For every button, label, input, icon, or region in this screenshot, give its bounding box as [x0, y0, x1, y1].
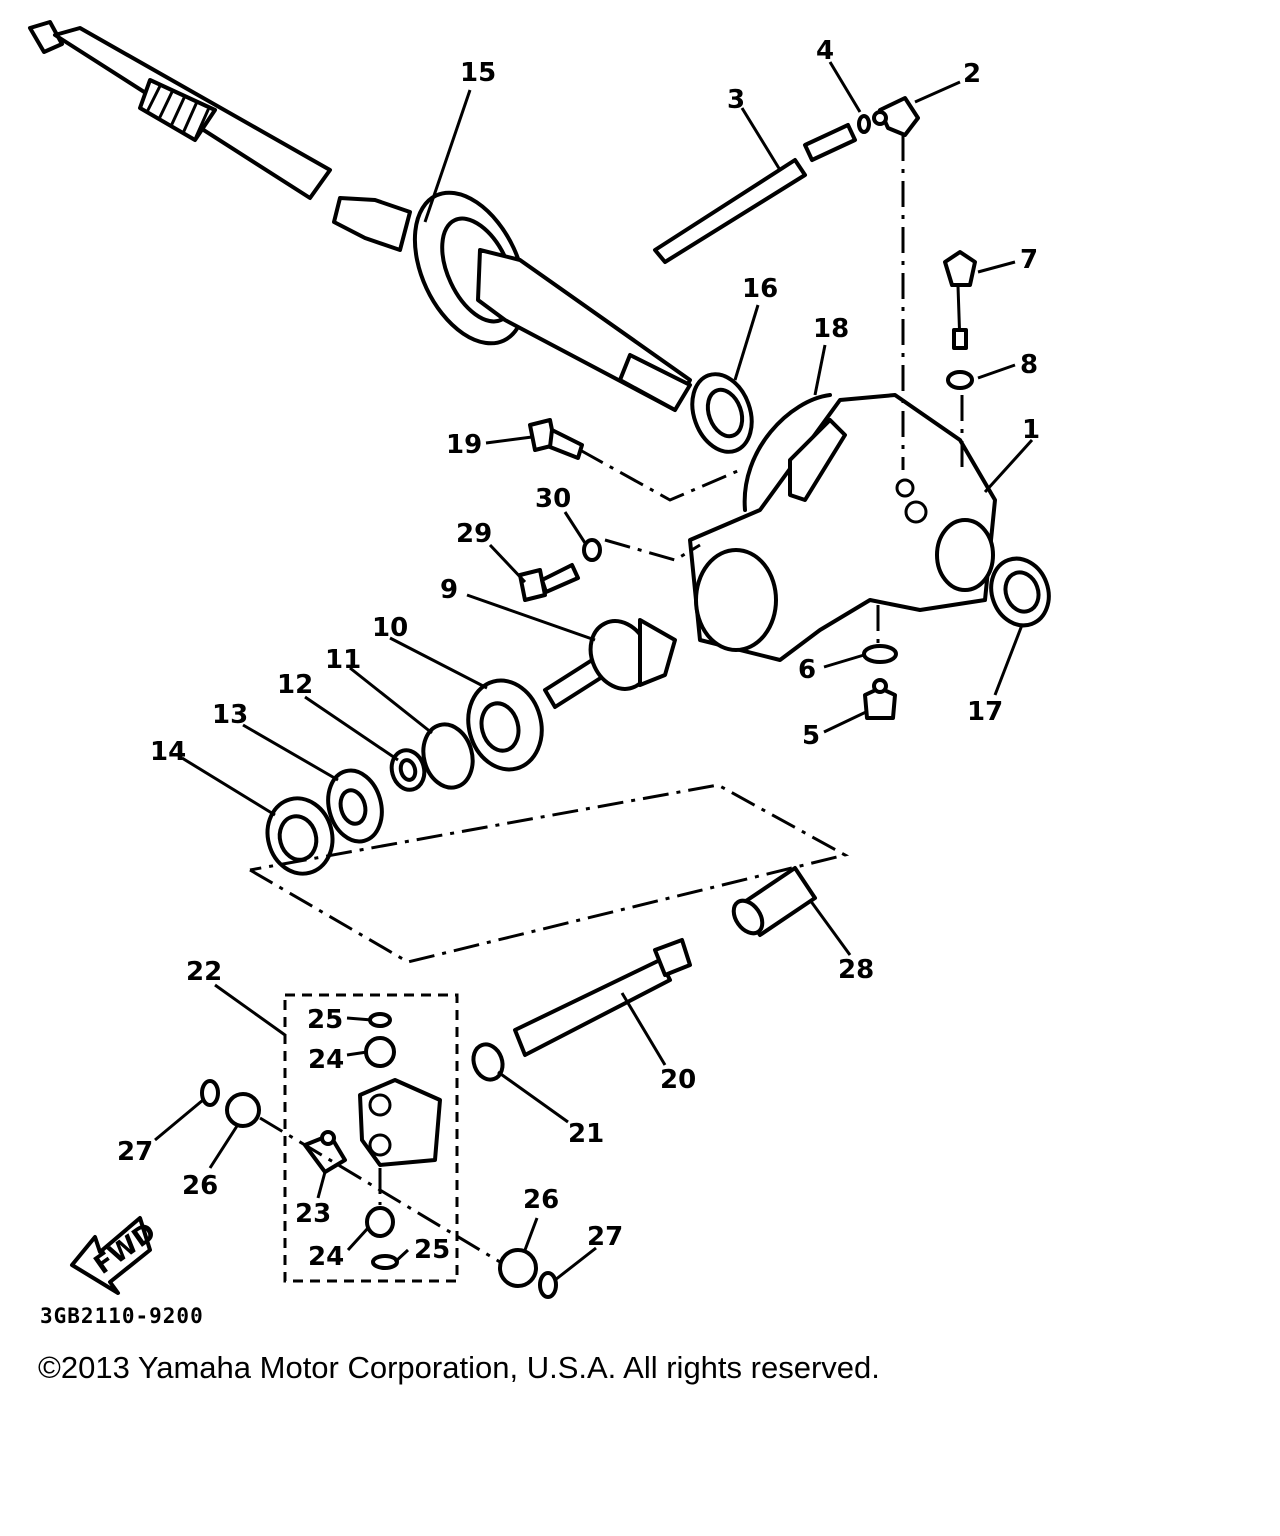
fwd-arrow-icon: FWD: [70, 1216, 162, 1295]
bearing-retainer-part-14: [265, 796, 335, 876]
label-part-24-bottom: 24: [308, 1242, 344, 1272]
label-part-19: 19: [446, 430, 482, 460]
bearing-cup-part-26-right: [498, 1248, 538, 1288]
gasket-part-6: [862, 644, 898, 664]
label-part-9: 9: [440, 575, 458, 605]
label-part-10: 10: [372, 613, 408, 643]
plug-part-7: [943, 250, 977, 350]
coupling-sleeve-part-28: [731, 866, 817, 937]
label-part-20: 20: [660, 1065, 696, 1095]
drain-plug-part-5: [863, 678, 897, 720]
drawing-code: 3GB2110-9200: [40, 1304, 204, 1328]
label-part-30: 30: [535, 484, 571, 514]
label-part-27-right: 27: [587, 1222, 623, 1252]
label-part-7: 7: [1020, 245, 1038, 275]
label-part-13: 13: [212, 700, 248, 730]
label-part-14: 14: [150, 737, 186, 767]
gear-case-part-1: [688, 393, 997, 662]
breather-fitting-part-2: [872, 96, 920, 137]
oil-seal-part-16: [690, 372, 754, 454]
label-part-26-left: 26: [182, 1171, 218, 1201]
leader-lines: [154, 61, 1034, 1282]
label-part-23: 23: [295, 1199, 331, 1229]
circlip-part-27-right: [538, 1271, 558, 1299]
axle-shaft-part-15: [28, 20, 692, 412]
bolt-part-29: [518, 563, 580, 602]
label-part-17: 17: [967, 697, 1003, 727]
washer-part-30: [582, 538, 602, 562]
oil-seal-part-17: [989, 556, 1051, 628]
label-part-8: 8: [1020, 350, 1038, 380]
breather-hose-part-3: [653, 123, 857, 264]
label-part-25-bottom: 25: [414, 1235, 450, 1265]
label-part-4: 4: [816, 36, 834, 66]
bearing-part-10: [466, 678, 544, 772]
label-part-24-top: 24: [308, 1045, 344, 1075]
bearing-cup-part-26-left: [225, 1092, 261, 1128]
assembly-guide-lines: [249, 135, 964, 1264]
label-part-18: 18: [813, 314, 849, 344]
label-part-5: 5: [802, 721, 820, 751]
pinion-gear-part-9: [543, 618, 677, 709]
label-part-26-right: 26: [523, 1185, 559, 1215]
part-number-labels: 1 2 3 4 5 6 7 8 9 10 11 12 13 14 15 16 1…: [117, 36, 1040, 1272]
universal-joint-assembly-part-22: [283, 993, 459, 1283]
bolt-part-19: [528, 418, 584, 460]
label-part-3: 3: [727, 85, 745, 115]
label-part-27-left: 27: [117, 1137, 153, 1167]
drive-shaft-part-20: [513, 938, 692, 1057]
bearing-part-13: [326, 768, 384, 844]
label-part-12: 12: [277, 670, 313, 700]
label-part-16: 16: [742, 274, 778, 304]
label-part-25-top: 25: [307, 1005, 343, 1035]
label-part-2: 2: [963, 59, 981, 89]
label-part-6: 6: [798, 655, 816, 685]
label-part-29: 29: [456, 519, 492, 549]
shim-part-12: [389, 748, 427, 792]
o-ring-part-8: [946, 370, 974, 390]
label-part-15: 15: [460, 58, 496, 88]
label-part-22: 22: [186, 957, 222, 987]
label-part-28: 28: [838, 955, 874, 985]
copyright-notice: ©2013 Yamaha Motor Corporation, U.S.A. A…: [38, 1350, 880, 1385]
gasket-part-18: [742, 393, 832, 512]
o-ring-part-11: [421, 722, 475, 790]
label-part-11: 11: [325, 645, 361, 675]
circlip-part-27-left: [200, 1079, 220, 1107]
label-part-1: 1: [1022, 415, 1040, 445]
clip-part-4: [857, 114, 871, 134]
label-part-21: 21: [568, 1119, 604, 1149]
circlip-part-21: [471, 1042, 505, 1082]
